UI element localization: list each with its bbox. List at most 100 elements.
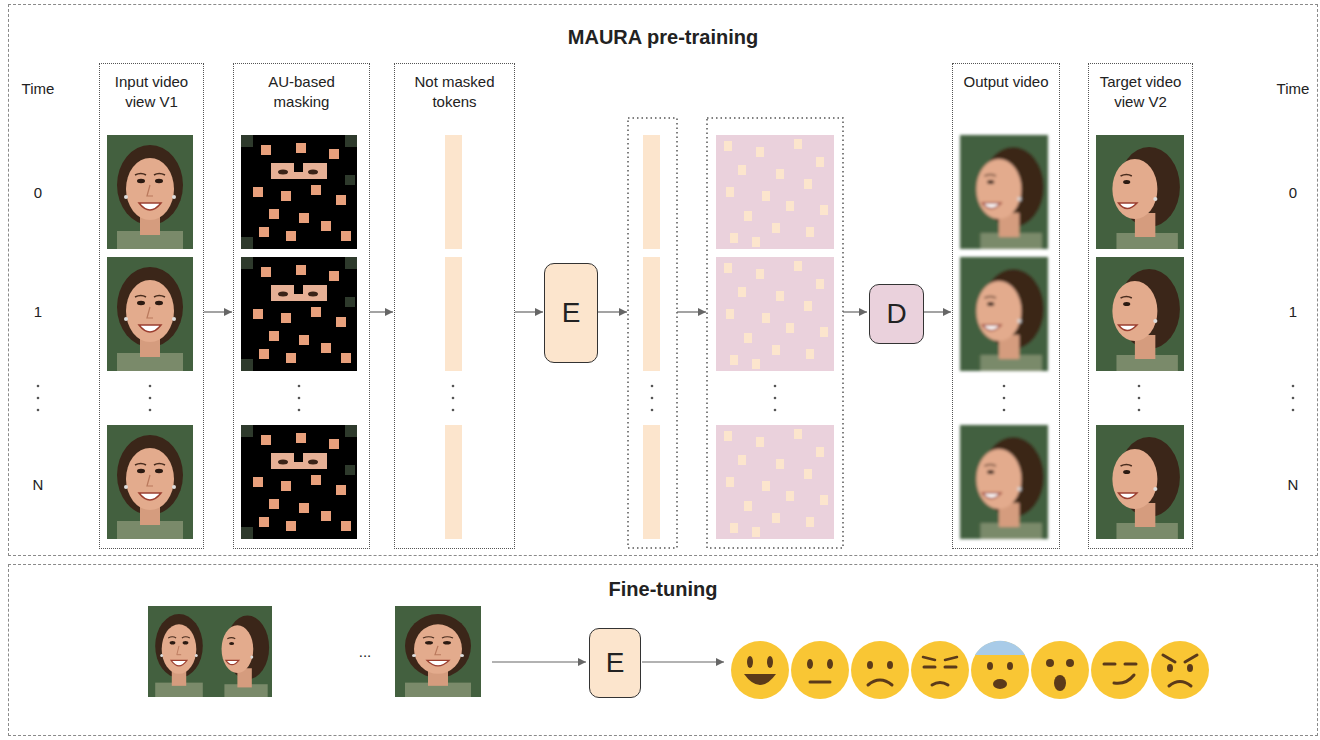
brows (923, 657, 957, 660)
masked-frame (241, 425, 357, 539)
input-frame (107, 425, 193, 539)
arrow (677, 311, 706, 312)
token-bar (445, 425, 462, 539)
output-frame (960, 257, 1048, 371)
token-bar (445, 135, 462, 249)
dot (149, 385, 152, 388)
eye (1046, 659, 1054, 667)
emotion-emojis (731, 641, 1209, 699)
token-bar (643, 425, 660, 539)
emoji-unamused (911, 641, 969, 699)
arrow-connector (370, 311, 393, 312)
encoder-box: E (544, 263, 598, 363)
panel-title: MAURA pre-training (9, 5, 1317, 49)
dot (651, 385, 654, 388)
arrow (642, 661, 724, 662)
input-frame (107, 257, 193, 371)
emoji-happy (731, 641, 789, 699)
decoder-input-column (707, 118, 843, 548)
token-bar (643, 135, 660, 249)
dot (774, 397, 777, 400)
dot (149, 397, 152, 400)
eye (1007, 662, 1013, 670)
target-frame (1096, 257, 1184, 371)
emoji-face (971, 641, 1029, 699)
token-grid (716, 425, 834, 539)
dot (37, 385, 40, 388)
column-heading: AU-based masking (262, 64, 342, 112)
dot (452, 409, 455, 412)
arrow-connector (515, 311, 543, 312)
finetune-frame (148, 606, 210, 697)
column-heading: Output video (956, 64, 1056, 92)
dot (149, 409, 152, 412)
eye (747, 656, 753, 668)
token-bar (643, 257, 660, 371)
vertical-ellipses (37, 385, 1295, 412)
emoji-neutral (791, 641, 849, 699)
eye (1187, 664, 1193, 672)
eye (987, 662, 993, 670)
column-heading: Not masked tokens (410, 64, 500, 112)
time-label: 0 (34, 184, 42, 202)
token-bar (445, 257, 462, 371)
token-grid (716, 135, 834, 249)
dot (1003, 409, 1006, 412)
time-label: Time (22, 80, 55, 98)
output-frames (960, 135, 1048, 539)
token-grid (716, 257, 834, 371)
eyes (924, 666, 956, 669)
emoji-face (1151, 641, 1209, 699)
dot (1138, 385, 1141, 388)
output-frame (960, 135, 1048, 249)
dot (452, 397, 455, 400)
arrow (597, 311, 627, 312)
dot (1138, 409, 1141, 412)
dot (298, 409, 301, 412)
module-letter: E (562, 297, 581, 329)
dot (651, 397, 654, 400)
arrow (843, 311, 867, 312)
time-label: N (1288, 476, 1299, 494)
encoded-column (628, 118, 677, 548)
dot (37, 397, 40, 400)
masked-frame (241, 257, 357, 371)
fear-shade (975, 641, 1025, 655)
mouth (810, 681, 830, 684)
eye (887, 661, 893, 669)
input-frame (107, 135, 193, 249)
eye (867, 661, 873, 669)
emoji-face (911, 641, 969, 699)
eyes (1104, 663, 1136, 666)
emoji-surprised (1031, 641, 1089, 699)
finetune-frame (395, 606, 481, 697)
dot (37, 409, 40, 412)
time-label: Time (1277, 80, 1310, 98)
target-frame (1096, 425, 1184, 539)
time-label: 0 (1289, 184, 1297, 202)
eye (1167, 664, 1173, 672)
emoji-face (1091, 641, 1149, 699)
output-frame (960, 425, 1048, 539)
time-label: 1 (1289, 303, 1297, 321)
arrow-connector (924, 311, 951, 312)
emoji-smirk (1091, 641, 1149, 699)
dot (1138, 397, 1141, 400)
dot (774, 409, 777, 412)
dot (774, 385, 777, 388)
ellipsis-label: ... (359, 643, 372, 661)
dotted-column: Target video view V2 (1088, 63, 1193, 549)
column-heading: Input video view V1 (104, 64, 199, 112)
time-label: N (33, 476, 44, 494)
module-letter: E (606, 647, 625, 679)
target-frame (1096, 135, 1184, 249)
column-heading: Target video view V2 (1093, 64, 1188, 112)
time-label: 1 (34, 303, 42, 321)
dotted-column: Input video view V1 (99, 63, 204, 549)
arrow-connector (204, 311, 232, 312)
eye (1066, 659, 1074, 667)
emoji-angry (1151, 641, 1209, 699)
